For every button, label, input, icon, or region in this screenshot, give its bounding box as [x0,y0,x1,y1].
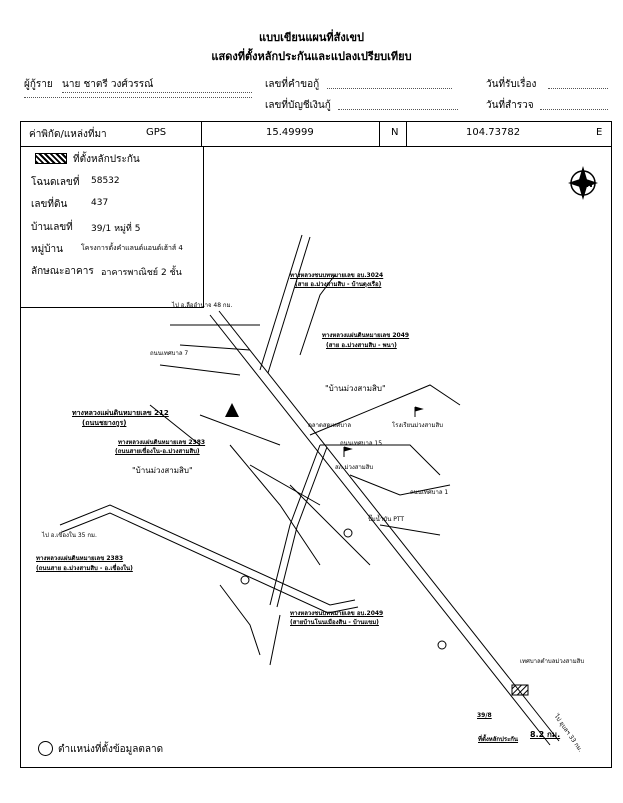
land-no-value: 437 [91,198,109,208]
label-road-15: ถนนเทศบาล 15 [340,440,383,447]
doc-subtitle: แสดงที่ตั้งหลักประกันและแปลงเปรียบเทียบ [211,50,412,63]
label-hwy-2049-a-sub: (สาย อ.ม่วงสามสิบ - พนา) [326,342,397,349]
label-market: ตลาดสดเทศบาล [308,422,352,429]
house-no-label: บ้านเลขที่ [31,222,73,233]
collateral-info-box: ที่ตั้งหลักประกัน โฉนดเลขที่ 58532 เลขที… [20,147,204,308]
label-hwy-2383-b-sub: (ถนนสาย อ.ม่วงสามสิบ - อ.เขื่องใน) [36,565,133,572]
borrower-label: ผู้กู้ราย [24,79,53,90]
label-village-center: "บ้านม่วงสามสิบ" [325,384,386,393]
coord-source: GPS [146,127,167,138]
survey-date-label: วันที่สำรวจ [486,100,534,111]
collateral-legend-label: ที่ตั้งหลักประกัน [73,154,140,165]
label-collateral-no: 39/8 [477,712,492,719]
land-no-label: เลขที่ดิน [31,199,68,210]
village-label: หมู่บ้าน [31,244,63,255]
market-point-1 [343,528,353,538]
road-map [59,234,560,746]
label-hwy-2049-b: ทางหลวงชนบทหมายเลข อบ.2049 [290,610,384,617]
label-to-khueangnai: ไป อ.เขื่องใน 35 กม. [42,532,97,539]
temple-icon [225,403,239,417]
flag-icon-1 [414,406,424,417]
building-value: อาคารพาณิชย์ 2 ชั้น [101,268,182,278]
deed-label: โฉนดเลขที่ [31,177,80,188]
flag-icon-2 [343,446,353,457]
market-point-3 [240,575,250,585]
longitude-value: 104.73782 [466,127,521,138]
north-arrow-icon: N [568,166,598,200]
request-no-label: เลขที่คำขอกู้ [265,79,320,90]
label-hwy-3024: ทางหลวงชนบทหมายเลข อบ.3024 [290,272,384,279]
market-legend-icon [38,741,53,756]
longitude-dir: E [596,127,603,138]
received-date-label: วันที่รับเรื่อง [486,79,537,90]
market-point-2 [437,640,447,650]
latitude-value: 15.49999 [266,127,314,138]
village-value: โครงการตั้งคำแลนด์แอนด์เฮ้าส์ 4 [81,244,183,252]
house-no-value: 39/1 หมู่ที่ 5 [91,224,141,234]
borrower-line-2 [24,96,252,98]
label-hwy-2383-a: ทางหลวงแผ่นดินหมายเลข 2383 [118,439,206,446]
building-label: ลักษณะอาคาร [31,266,94,277]
label-school: โรงเรียนม่วงสามสิบ [392,422,443,429]
north-letter: N [586,180,593,189]
label-village-left: "บ้านม่วงสามสิบ" [132,466,193,475]
label-hwy-2049-a: ทางหลวงแผ่นดินหมายเลข 2049 [322,332,410,339]
label-municipal: เทศบาลตำบลม่วงสามสิบ [520,658,585,665]
highway-212-line-a [209,314,551,746]
collateral-legend-swatch [35,153,67,164]
label-hwy-212-sub: (ถนนชยางกูร) [82,419,127,427]
label-to-amnat: ไป อ.ลืออำนาจ 48 กม. [172,302,233,309]
received-date-field [548,88,608,89]
label-road-7: ถนนเทศบาล 7 [150,350,189,357]
label-road-1: ถนนเทศบาล 1 [410,489,449,496]
coordinates-row: ค่าพิกัด/แหล่งที่มา GPS 15.49999 N 104.7… [20,121,612,147]
doc-title: แบบเขียนแผนที่สังเขป [259,31,364,44]
deed-value: 58532 [91,176,120,186]
request-no-field [327,88,452,89]
label-police: สภ.ม่วงสามสิบ [335,464,374,471]
account-no-field [338,109,458,110]
label-distance: 8.2 กม. [530,730,561,739]
label-hwy-2383-b: ทางหลวงแผ่นดินหมายเลข 2383 [36,555,124,562]
label-hwy-212: ทางหลวงแผ่นดินหมายเลข 212 [72,409,169,417]
label-hwy-2049-b-sub: (สายบ้านโนนเมืองสิน - บ้านแขม) [290,619,379,626]
account-no-label: เลขที่บัญชีเงินกู้ [265,100,331,111]
survey-date-field [540,109,608,110]
latitude-dir: N [391,127,399,138]
coord-label: ค่าพิกัด/แหล่งที่มา [29,129,107,140]
label-hwy-2383-a-sub: (ถนนสายเขื่องใน-อ.ม่วงสามสิบ) [115,448,200,455]
collateral-marker [511,684,529,696]
market-legend-label: ตำแหน่งที่ตั้งข้อมูลตลาด [58,744,164,755]
label-hwy-3024-sub: (สาย อ.ม่วงสามสิบ - บ้านดุงเรือ) [295,281,382,288]
label-collateral: ที่ตั้งหลักประกัน [478,736,519,743]
label-ptt: ปั๊มน้ำมัน PTT [368,516,405,523]
borrower-value: นาย ชาตรี วงศ์วรรณ์ [62,77,252,93]
